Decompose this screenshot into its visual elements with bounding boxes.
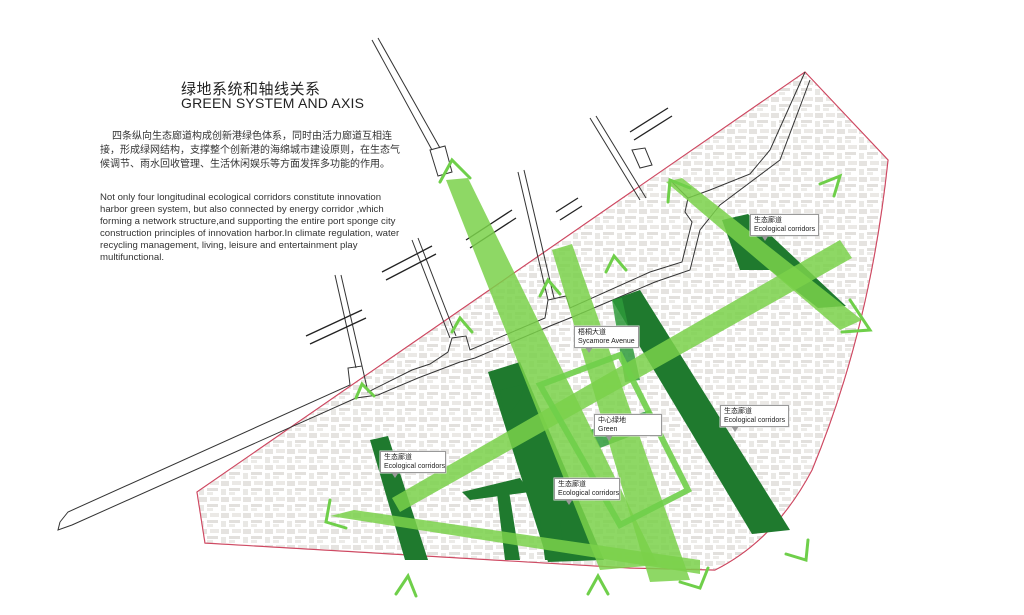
title-english: GREEN SYSTEM AND AXIS (181, 95, 365, 111)
title-chinese: 绿地系统和轴线关系 (181, 80, 321, 98)
energy-corridors (330, 178, 862, 582)
flow-arrows (324, 157, 873, 598)
description-english: Not only four longitudinal ecological co… (100, 192, 400, 263)
description-chinese: 四条纵向生态廊道构成创新港绿色体系，同时由活力廊道互相连接，形成绿网结构，支撑整… (100, 131, 400, 170)
